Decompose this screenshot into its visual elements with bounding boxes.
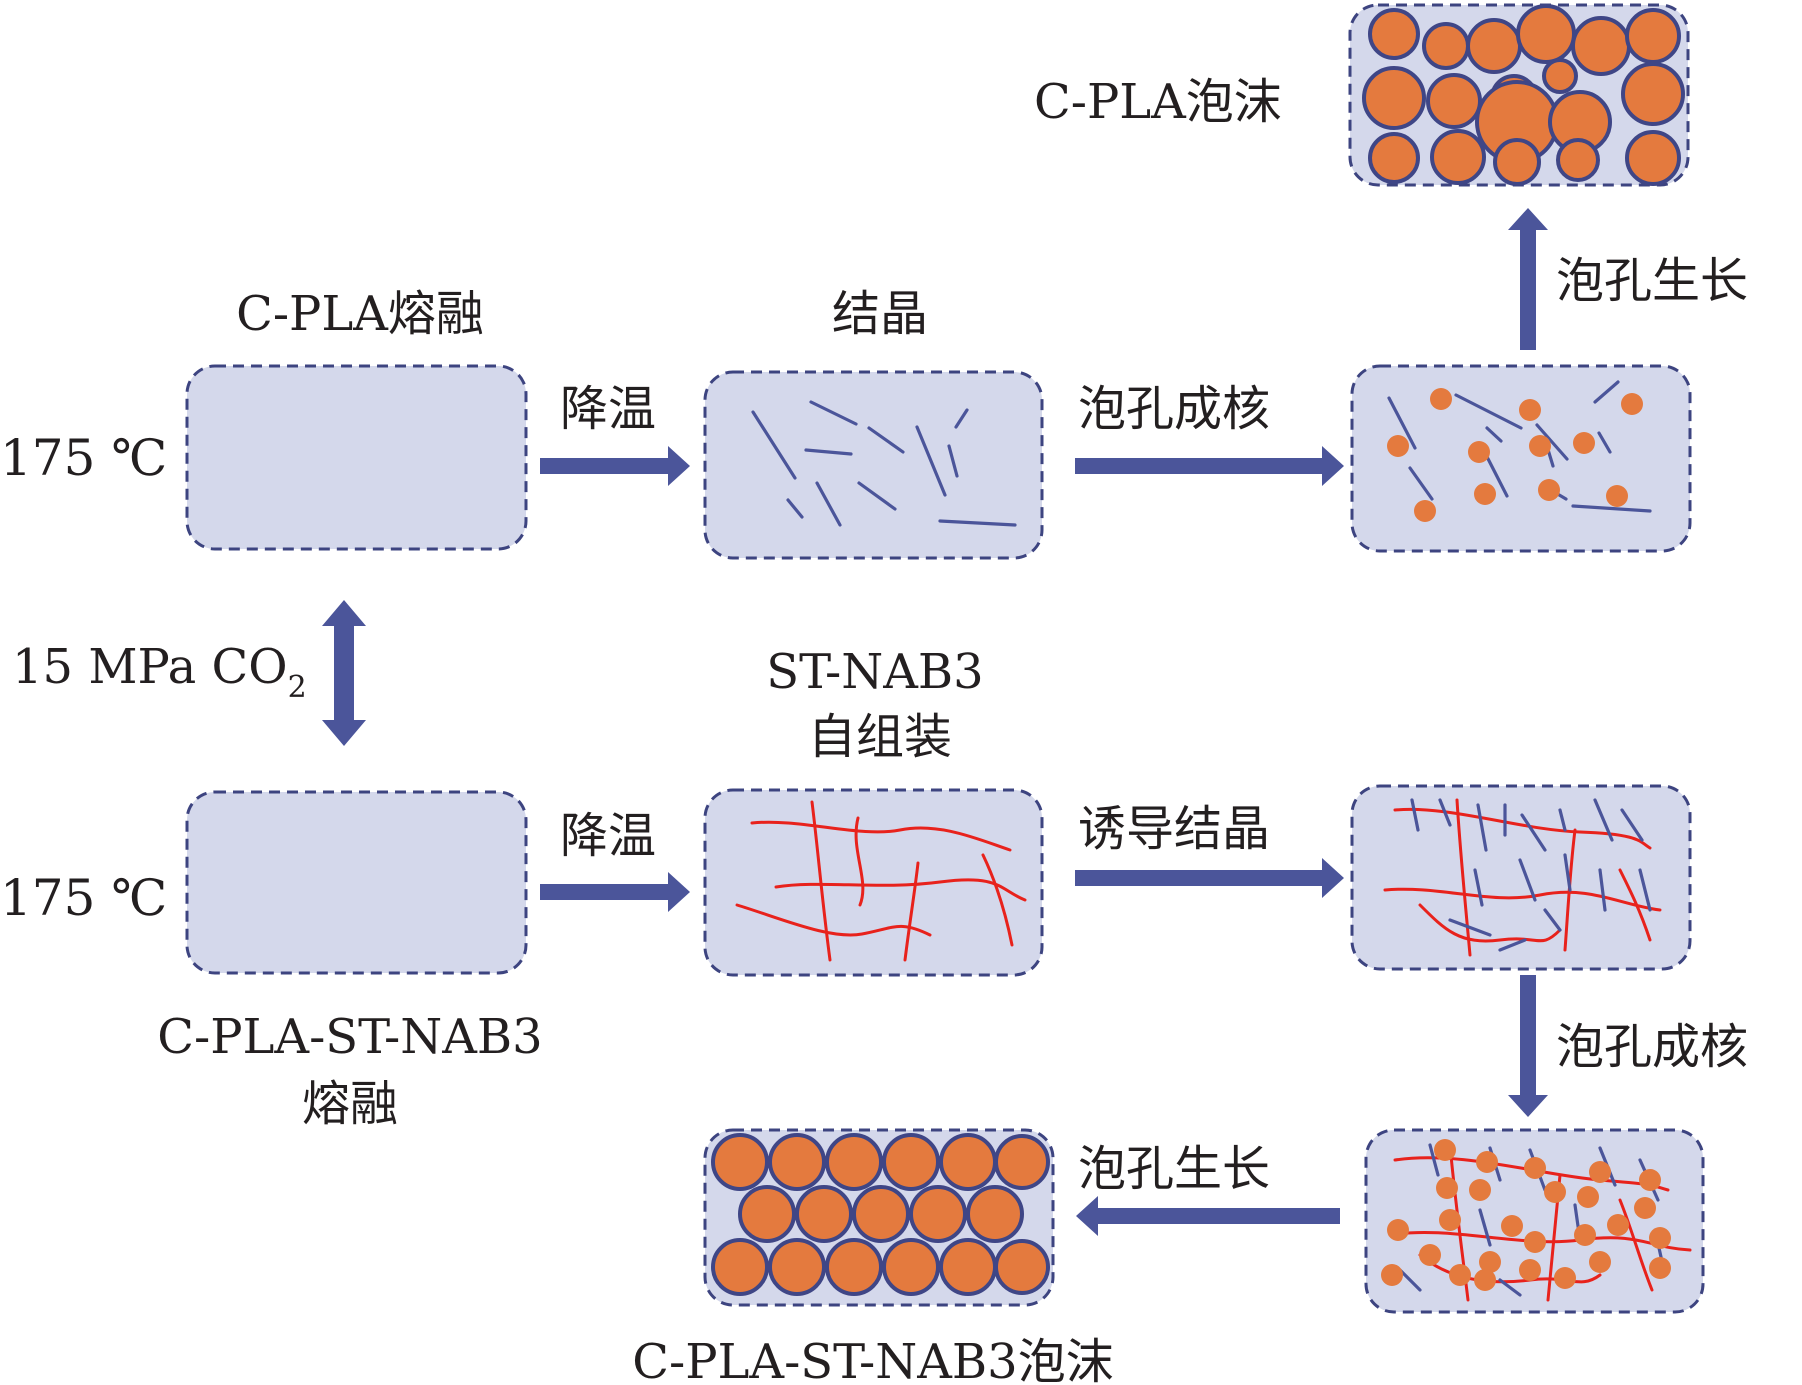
induced-crystals <box>1410 798 1652 952</box>
nucleated-crystals <box>1387 380 1652 513</box>
bottom-cooling-arrow <box>540 872 690 912</box>
pressure-text: 15 MPa CO <box>12 639 288 695</box>
top-temperature-label: 175 ℃ <box>0 429 167 487</box>
top-cooling-arrow <box>540 446 690 486</box>
top-nucleation-arrow <box>1075 446 1344 486</box>
crystal-lamellae <box>751 400 1017 527</box>
bottom-nucleated-box <box>1364 1128 1705 1314</box>
selfassembly-box <box>703 788 1044 977</box>
c-pla-st-nab3-foam-title: C-PLA-ST-NAB3泡沫 <box>632 1334 1113 1385</box>
bottom-cell-nuclei <box>1381 1139 1671 1291</box>
c-pla-st-nab3-foam-cells <box>711 1133 1050 1296</box>
crystal-title: 结晶 <box>832 286 928 342</box>
c-pla-st-nab3-melt-title-line2: 熔融 <box>302 1076 398 1132</box>
c-pla-st-nab3-melt-title-line1: C-PLA-ST-NAB3 <box>157 1009 542 1065</box>
st-nab3-fibrils <box>735 800 1027 962</box>
induced-crystallization-arrow <box>1075 858 1344 898</box>
bottom-growth-label: 泡孔生长 <box>1078 1141 1270 1197</box>
top-nucleation-label: 泡孔成核 <box>1078 381 1270 437</box>
pressure-double-arrow <box>322 600 366 746</box>
bottom-growth-arrow <box>1076 1196 1340 1236</box>
pressure-subscript: 2 <box>288 670 307 705</box>
c-pla-melt-title: C-PLA熔融 <box>236 286 484 342</box>
c-pla-foam-cells <box>1362 4 1685 186</box>
pressure-label: 15 MPa CO2 <box>12 639 307 705</box>
bottom-nucleation-label: 泡孔成核 <box>1556 1019 1748 1075</box>
induced-crystal-box <box>1350 784 1692 971</box>
nucleated-box <box>1350 364 1692 553</box>
top-cooling-label: 降温 <box>560 381 656 437</box>
induced-crystallization-label: 诱导结晶 <box>1078 801 1270 857</box>
bottom-cooling-label: 降温 <box>560 808 656 864</box>
selfassembly-title-line2: 自组装 <box>808 709 952 765</box>
bottom-nucleation-arrow <box>1508 975 1548 1117</box>
top-growth-arrow <box>1508 208 1548 350</box>
c-pla-st-nab3-melt-box <box>185 790 528 975</box>
induced-fibrils <box>1383 798 1662 957</box>
bottom-temperature-label: 175 ℃ <box>0 869 167 927</box>
selfassembly-title-line1: ST-NAB3 <box>766 644 983 700</box>
crystal-box <box>703 370 1044 560</box>
c-pla-foam-title: C-PLA泡沫 <box>1034 74 1282 130</box>
cell-nuclei <box>1387 388 1643 522</box>
top-growth-label: 泡孔生长 <box>1556 253 1748 309</box>
c-pla-melt-box <box>185 364 528 551</box>
